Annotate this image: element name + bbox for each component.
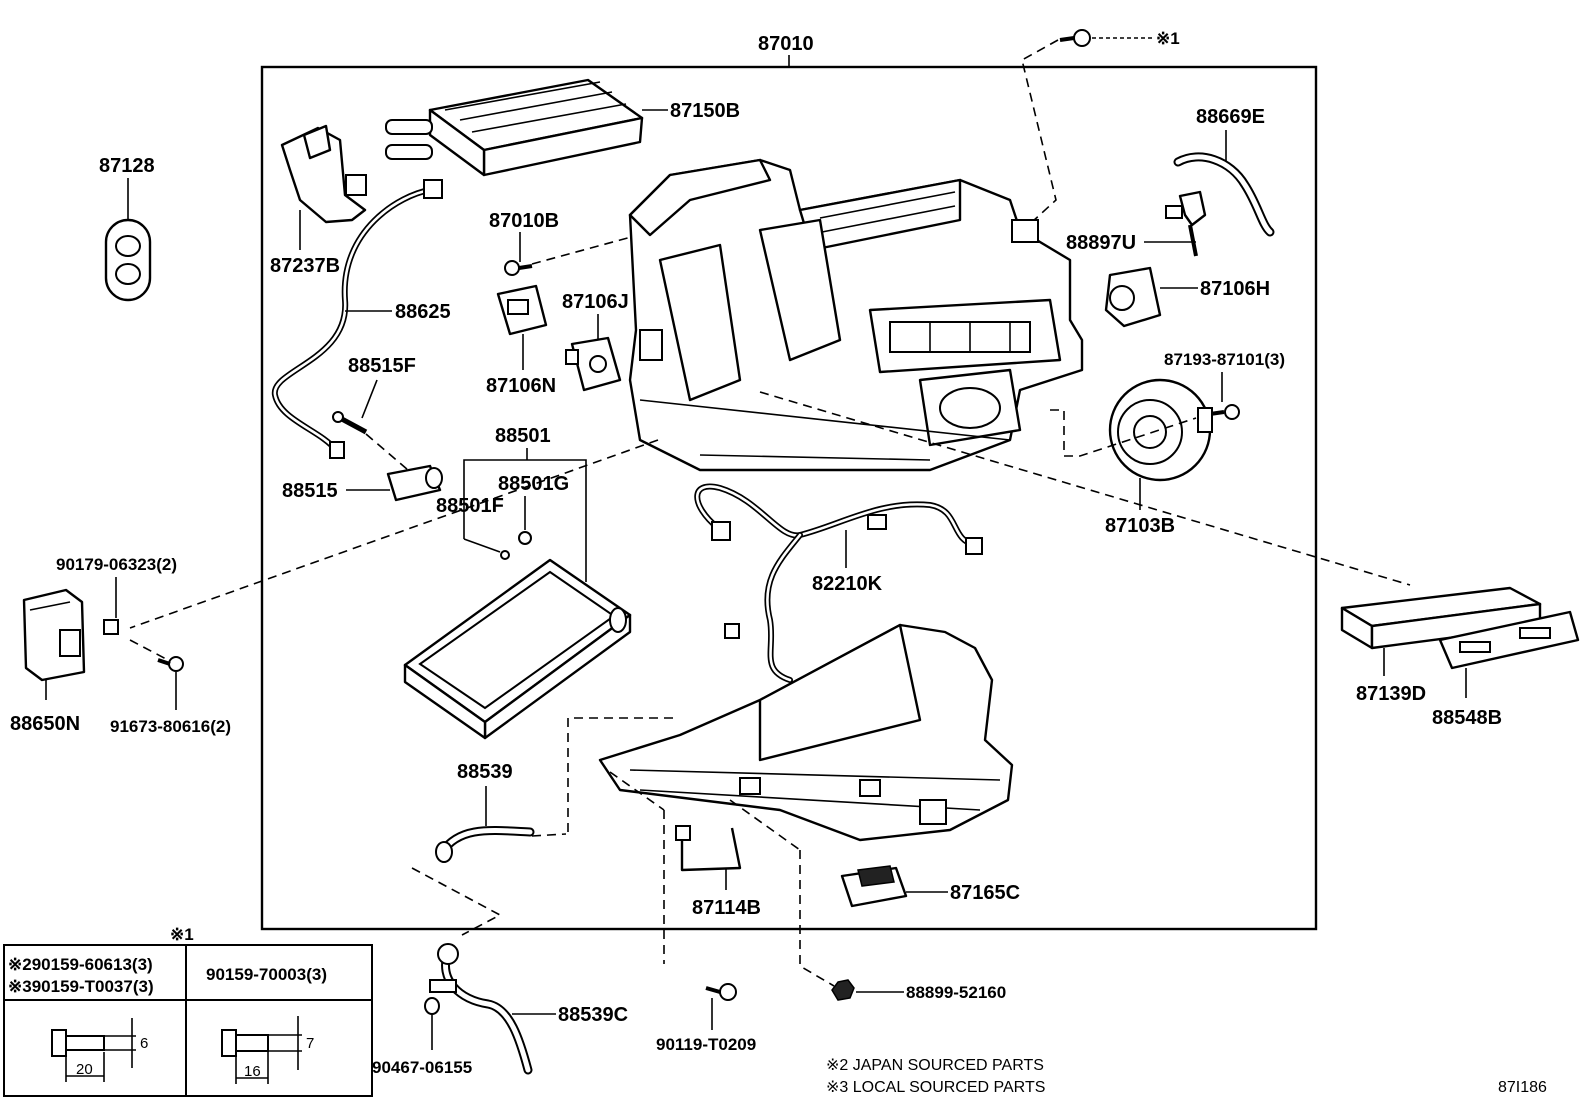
label-87165C[interactable]: 87165C [950, 882, 1020, 904]
label-88501[interactable]: 88501 [495, 425, 551, 447]
label-87150B[interactable]: 87150B [670, 100, 740, 122]
heater-core-icon [385, 78, 644, 177]
filter-icon [1340, 586, 1542, 650]
label-88897U[interactable]: 88897U [1066, 232, 1136, 254]
table-col1-line1: ※290159-60613(3) [8, 955, 153, 974]
table-col1-line2: ※390159-T0037(3) [8, 977, 154, 996]
thermistor-icon [386, 464, 443, 502]
table-col1-dia: 6 [140, 1035, 148, 1052]
label-88539[interactable]: 88539 [457, 761, 513, 783]
label-91673-80616[interactable]: 91673-80616(2) [110, 717, 231, 736]
screw-top-icon [1059, 29, 1091, 47]
oring-g-icon [518, 531, 532, 545]
amp-screw-icon [157, 656, 184, 672]
servo-j-icon [565, 336, 622, 392]
label-88539C[interactable]: 88539C [558, 1004, 628, 1026]
figure-code: 87I186 [1498, 1079, 1547, 1096]
label-87237B[interactable]: 87237B [270, 255, 340, 277]
nut-bottom-icon [831, 979, 855, 1001]
blower-screw-icon [1209, 404, 1240, 420]
label-87106H[interactable]: 87106H [1200, 278, 1270, 300]
filter-cover-icon [1438, 610, 1580, 670]
note-local-sourced: ※3 LOCAL SOURCED PARTS [826, 1079, 1045, 1096]
label-82210K[interactable]: 82210K [812, 573, 883, 595]
label-88515F[interactable]: 88515F [348, 355, 416, 377]
label-87103B[interactable]: 87103B [1105, 515, 1175, 537]
table-ref-mark: ※1 [170, 925, 194, 944]
note-japan-sourced: ※2 JAPAN SOURCED PARTS [826, 1057, 1044, 1074]
fastener-table [3, 944, 373, 1097]
label-88899-52160[interactable]: 88899-52160 [906, 983, 1006, 1002]
sensor-wire-icon [271, 179, 443, 459]
clip-bottom-icon [424, 997, 440, 1015]
label-88501F[interactable]: 88501F [436, 495, 504, 517]
table-col1-len: 20 [76, 1061, 93, 1078]
label-88501G[interactable]: 88501G [498, 473, 569, 495]
screw-bottom-icon [705, 983, 737, 1001]
thermistor-clip-icon [332, 411, 368, 435]
amplifier-icon [22, 588, 86, 682]
left-bracket-icon [280, 124, 367, 224]
label-87114B[interactable]: 87114B [692, 897, 761, 919]
label-87106N[interactable]: 87106N [486, 375, 556, 397]
servo-n-icon [496, 284, 548, 336]
label-87010B[interactable]: 87010B [489, 210, 559, 232]
drain-hose-c-icon [429, 943, 533, 1075]
label-90467-06155[interactable]: 90467-06155 [372, 1058, 472, 1077]
servo-h-icon [1104, 266, 1162, 328]
bracket-b-icon [675, 825, 742, 872]
evaporator-icon [403, 558, 632, 740]
label-87128[interactable]: 87128 [99, 155, 155, 177]
label-88669E[interactable]: 88669E [1196, 106, 1265, 128]
drain-hose-icon [435, 826, 535, 863]
label-90179-06323[interactable]: 90179-06323(2) [56, 555, 177, 574]
harness-icon [694, 483, 983, 683]
label-90119-T0209[interactable]: 90119-T0209 [656, 1035, 756, 1054]
label-88625[interactable]: 88625 [395, 301, 451, 323]
bolt-dim-1-icon [51, 1018, 136, 1082]
bolt-dim-2-icon [221, 1016, 302, 1084]
grommet-icon [104, 218, 152, 302]
label-87010[interactable]: 87010 [758, 33, 814, 55]
resistor-icon [840, 865, 908, 908]
label-88650N[interactable]: 88650N [10, 713, 80, 735]
label-88515[interactable]: 88515 [282, 480, 338, 502]
clip-screw-icon [103, 619, 119, 635]
clamp-u-icon [1165, 190, 1207, 257]
blower-motor-icon [1108, 378, 1213, 482]
hose-top-icon [1173, 152, 1275, 237]
table-col2-len: 16 [244, 1063, 261, 1080]
hvac-unit-body [628, 158, 1084, 472]
oring-f-icon [500, 550, 510, 560]
table-col2-dia: 7 [306, 1035, 314, 1052]
label-87193-87101[interactable]: 87193-87101(3) [1164, 350, 1285, 369]
lower-case-icon [598, 623, 1014, 842]
label-88548B[interactable]: 88548B [1432, 707, 1502, 729]
label-87139D[interactable]: 87139D [1356, 683, 1426, 705]
label-ref-mark-top[interactable]: ※1 [1156, 29, 1180, 48]
bolt-87010b-icon [504, 260, 533, 276]
label-87106J[interactable]: 87106J [562, 291, 629, 313]
table-col2-line1: 90159-70003(3) [206, 965, 327, 984]
